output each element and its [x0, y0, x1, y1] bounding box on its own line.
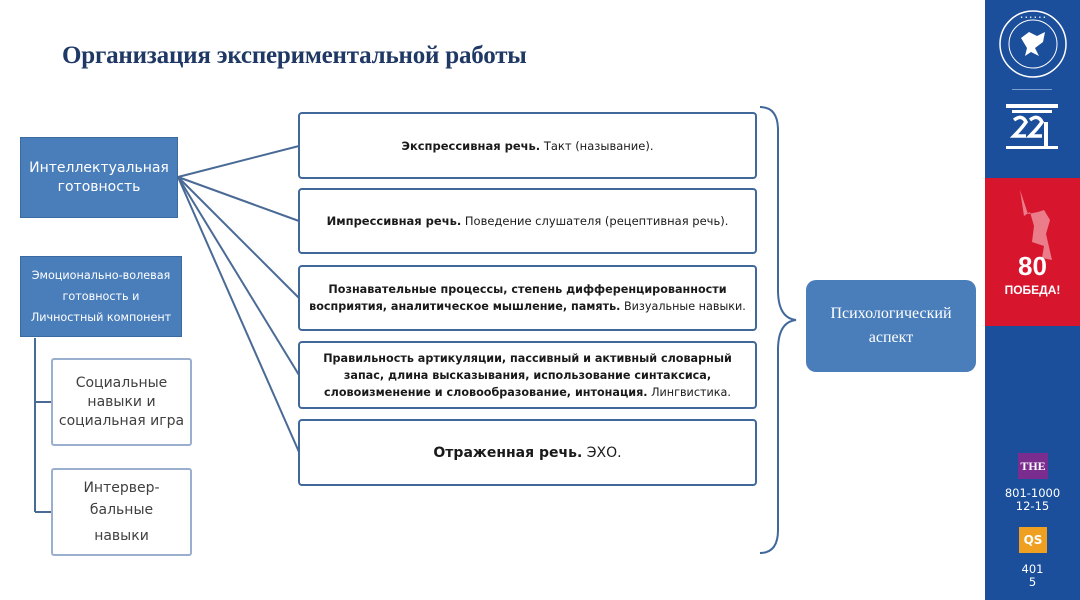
psychological-aspect-box: Психологический аспект [806, 280, 976, 372]
victory-80-panel [985, 178, 1080, 326]
personal-component-label: Личностный компонент [30, 311, 172, 324]
emotional-readiness-label: Эмоционально-волевая готовность и [31, 269, 171, 303]
social-skills-label: Социальные навыки и социальная игра [58, 374, 185, 429]
impressive-speech-box: Импрессивная речь. Поведение слушателя (… [298, 188, 757, 254]
articulation-box: Правильность артикуляции, пассивный и ак… [298, 341, 757, 409]
kfu-emblem-icon: • • • • • • [999, 10, 1067, 78]
sidebar-divider [1012, 89, 1052, 90]
qs-rank: 401 [1021, 562, 1044, 576]
cognitive-processes-box: Познавательные процессы, степень диффере… [298, 265, 757, 331]
victory-word: ПОБЕДА! [1004, 283, 1061, 297]
emotional-readiness-box: Эмоционально-волевая готовность и Личнос… [20, 256, 182, 337]
motherland-statue-icon [1020, 190, 1052, 260]
echo-speech-title: Отраженная речь. [433, 444, 583, 461]
slide-title: Организация экспериментальной работы [62, 42, 527, 69]
the-rank: 801-1000 [1004, 486, 1061, 500]
qs-rank-sub: 5 [1028, 575, 1037, 589]
expressive-speech-text: Такт (называние). [540, 138, 654, 153]
the-logo-text: THE [1020, 459, 1046, 473]
intellectual-readiness-label: Интеллектуальная готовность [29, 159, 169, 195]
interverbal-label-line2: навыки [94, 528, 149, 544]
svg-text:• • • • • •: • • • • • • [1020, 15, 1046, 21]
echo-speech-box: Отраженная речь. ЭХО. [298, 419, 757, 486]
articulation-text: Лингвистика. [647, 385, 731, 399]
articulation-title: Правильность артикуляции, пассивный и ак… [323, 351, 732, 399]
220-years-crest-icon [1006, 104, 1058, 149]
curly-brace [759, 106, 797, 554]
connector-line-4 [177, 176, 300, 376]
impressive-speech-title: Импрессивная речь. [326, 214, 462, 228]
cognitive-processes-title: Познавательные процессы, степень диффере… [309, 283, 727, 313]
social-skills-box: Социальные навыки и социальная игра [51, 358, 192, 446]
connector-line-1 [177, 145, 300, 178]
echo-speech-text: ЭХО. [582, 444, 622, 461]
expressive-speech-title: Экспрессивная речь. [401, 138, 541, 153]
interverbal-skills-box: Интервер-бальные навыки [51, 468, 192, 556]
victory-number: 80 [1018, 251, 1047, 281]
connector-line-2 [177, 176, 300, 222]
qs-logo: QS [1019, 527, 1047, 553]
the-logo: THE [1018, 453, 1048, 479]
psychological-aspect-label: Психологический аспект [830, 305, 952, 346]
qs-logo-text: QS [1023, 533, 1043, 547]
intellectual-readiness-box: Интеллектуальная готовность [20, 137, 178, 218]
the-rank-sub: 12-15 [1015, 499, 1050, 513]
connector-line-3 [177, 176, 300, 299]
interverbal-label-line1: Интервер-бальные [83, 480, 160, 518]
expressive-speech-box: Экспрессивная речь. Такт (называние). [298, 112, 757, 179]
impressive-speech-text: Поведение слушателя (рецептивная речь). [461, 214, 729, 228]
cognitive-processes-text: Визуальные навыки. [620, 300, 746, 313]
connector-line-5 [177, 176, 300, 453]
